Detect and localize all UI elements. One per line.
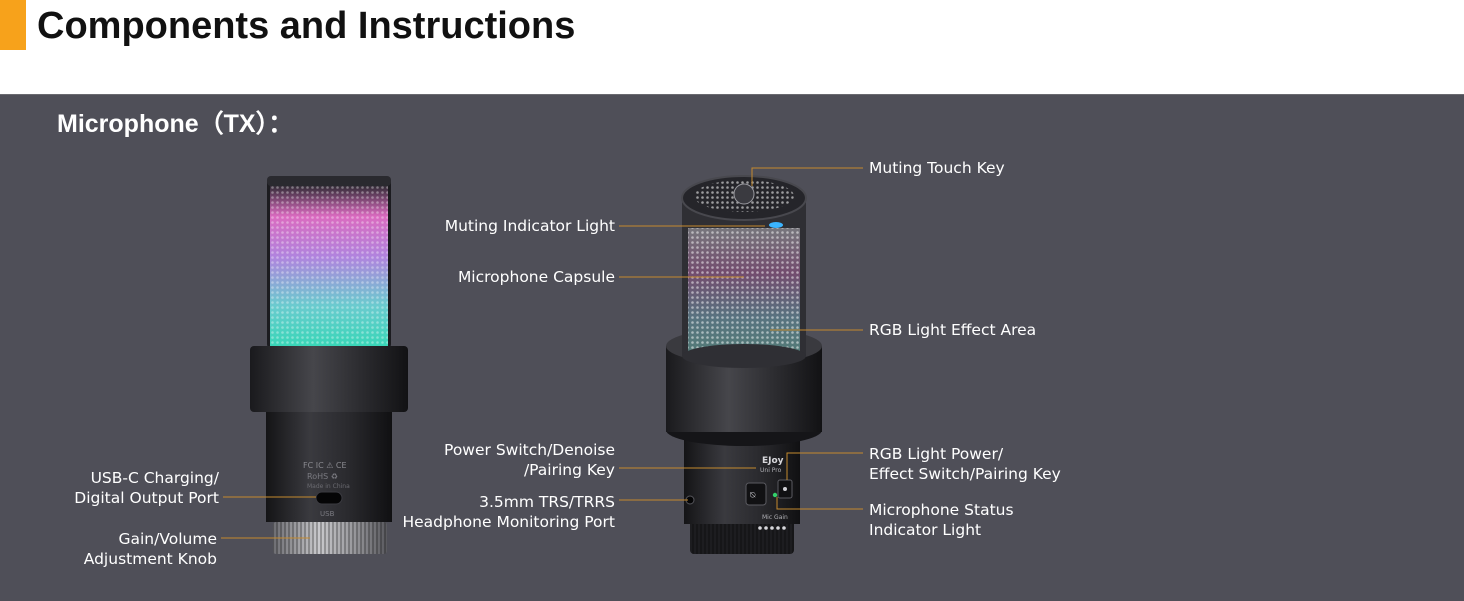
gain-level-leds bbox=[758, 526, 786, 530]
front-usb-mark: USB bbox=[320, 510, 335, 518]
title-accent-bar bbox=[0, 0, 26, 50]
callout-status-light: Microphone Status Indicator Light bbox=[869, 501, 1014, 539]
status-indicator-light bbox=[772, 492, 778, 498]
back-brand-mark: EJoy bbox=[762, 456, 784, 466]
callout-headphone-port: 3.5mm TRS/TRRS Headphone Monitoring Port bbox=[402, 493, 615, 531]
page-title: Components and Instructions bbox=[37, 5, 576, 47]
callout-rgb-area: RGB Light Effect Area bbox=[869, 321, 1037, 339]
back-microphone-device: EJoy Uni Pro ⍉ Mic Gain bbox=[666, 175, 822, 554]
svg-text:⍉: ⍉ bbox=[750, 491, 756, 501]
front-grille-dots bbox=[270, 184, 388, 346]
back-model-mark: Uni Pro bbox=[760, 467, 782, 474]
leader-status-light bbox=[776, 497, 863, 510]
back-gain-mark: Mic Gain bbox=[762, 514, 788, 521]
front-mount-ring bbox=[250, 346, 408, 412]
callout-gain-knob: Gain/Volume Adjustment Knob bbox=[83, 530, 217, 568]
front-cert-marks: FC IC ⚠ CE bbox=[303, 461, 347, 470]
front-rohs-mark: RoHS ♻ bbox=[307, 472, 338, 481]
callout-capsule: Microphone Capsule bbox=[457, 268, 615, 286]
callout-usb-port: USB-C Charging/ Digital Output Port bbox=[74, 469, 219, 507]
section-title: Microphone（TX）： bbox=[57, 110, 294, 138]
callout-muting-touch: Muting Touch Key bbox=[869, 159, 1005, 177]
muting-indicator-light bbox=[769, 222, 783, 228]
callout-rgb-power: RGB Light Power/ Effect Switch/Pairing K… bbox=[869, 445, 1061, 483]
usb-c-port bbox=[315, 491, 343, 505]
page-header: Components and Instructions bbox=[0, 0, 1464, 94]
leader-rgb-power bbox=[786, 452, 863, 480]
power-switch-key bbox=[745, 482, 767, 506]
muting-touch-key bbox=[733, 183, 755, 205]
front-microphone-device: FC IC ⚠ CE RoHS ♻ Made in China USB bbox=[250, 176, 408, 554]
callout-leader-lines bbox=[221, 167, 863, 539]
leader-muting-touch bbox=[751, 167, 863, 186]
front-origin-mark: Made in China bbox=[307, 483, 350, 490]
callout-power-switch: Power Switch/Denoise /Pairing Key bbox=[444, 441, 615, 479]
callout-muting-indicator: Muting Indicator Light bbox=[444, 217, 615, 235]
